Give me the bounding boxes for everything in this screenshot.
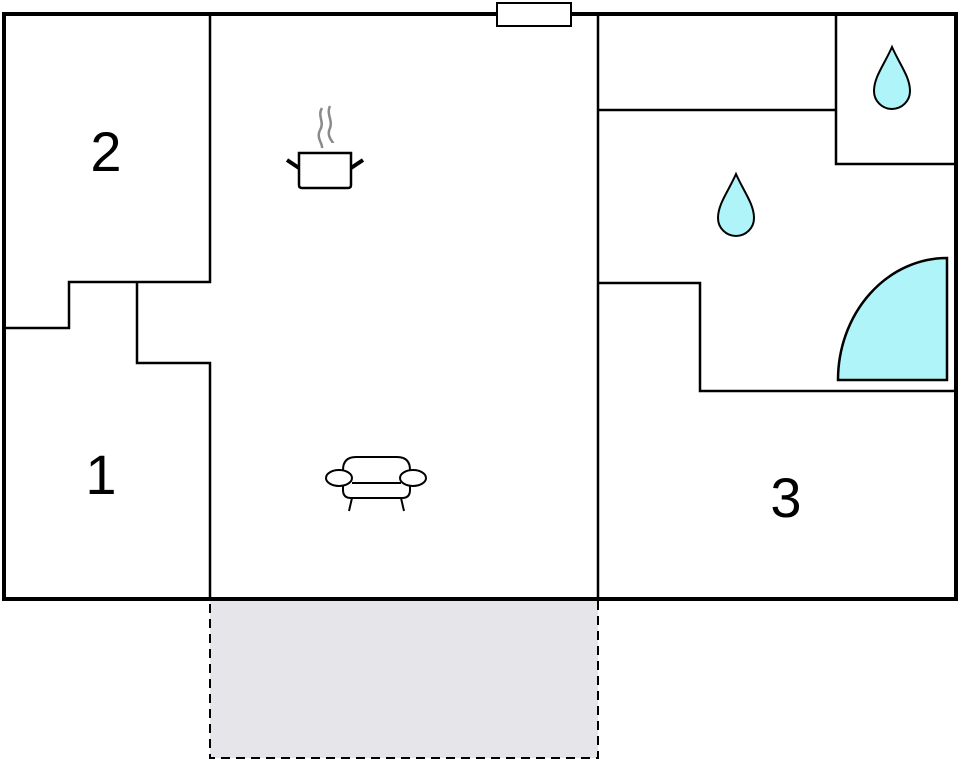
shower-icon: [836, 256, 949, 382]
water-drop-icon: [716, 171, 756, 237]
water-drop-icon: [872, 44, 912, 110]
interior-walls: [4, 14, 956, 599]
terrace: [209, 598, 599, 759]
room-label-3: 3: [770, 466, 801, 529]
room-label-1: 1: [85, 443, 116, 506]
outer-walls: [2, 12, 958, 601]
room-label-2: 2: [90, 120, 121, 183]
window: [496, 2, 572, 27]
cooking-pot-icon: [285, 105, 365, 190]
sofa-icon: [325, 456, 427, 512]
